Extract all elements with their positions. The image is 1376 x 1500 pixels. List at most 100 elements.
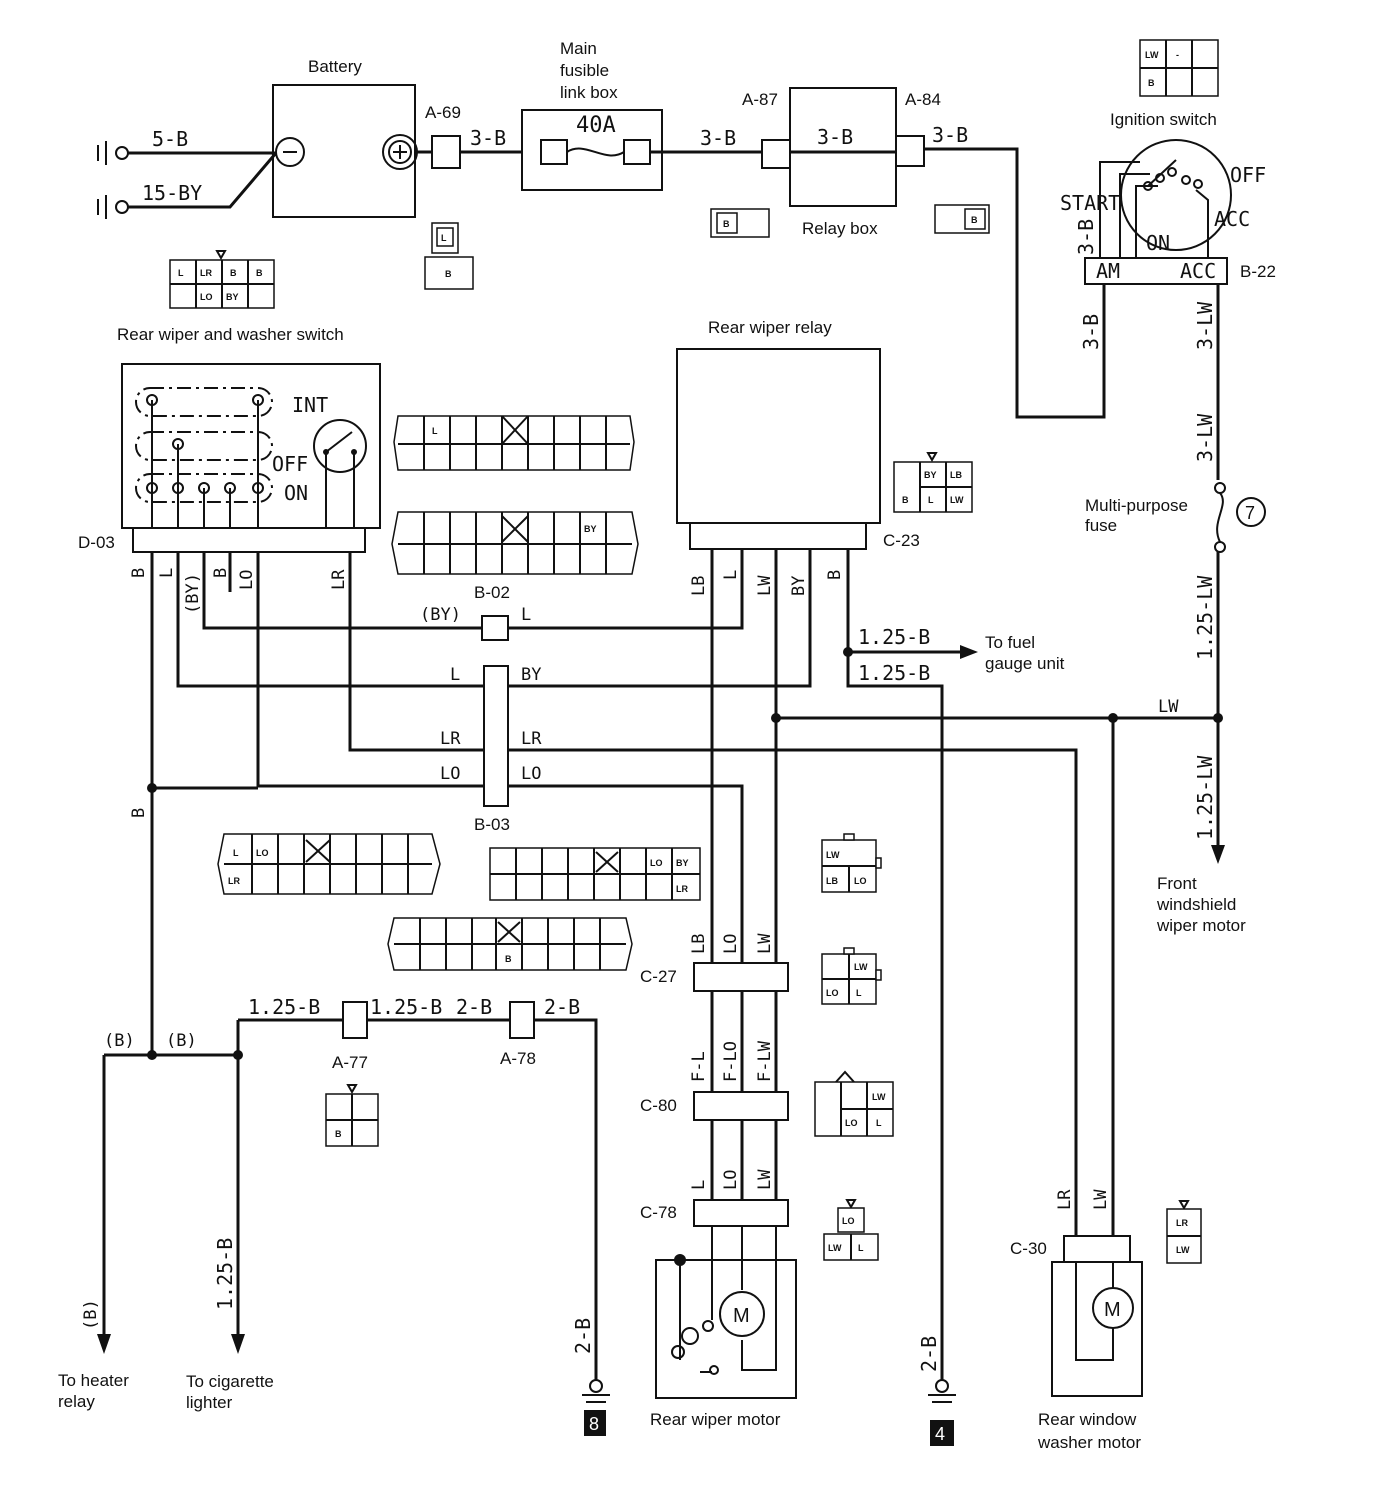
wire-3-b-a69: 3-B <box>470 126 506 150</box>
connector-a77 <box>342 1001 368 1039</box>
c23-wire-lw: LW <box>755 575 775 596</box>
c78-connector-face-icon: LO LW L <box>823 1199 879 1261</box>
wiper-motor-m-icon <box>719 1291 765 1337</box>
multi-purpose-fuse-label-1: Multi-purpose <box>1085 496 1188 515</box>
ignition-switch-label: Ignition switch <box>1110 110 1217 129</box>
wire-3-b-relay: 3-B <box>817 125 853 149</box>
svg-text:L: L <box>441 233 447 243</box>
svg-text:BY: BY <box>226 292 239 302</box>
fuel-wire-2: 1.25-B <box>858 661 930 685</box>
a69-label: A-69 <box>425 103 461 122</box>
b03-wire-lo-right: LO <box>521 764 541 784</box>
a78-wire-left: 2-B <box>456 995 492 1019</box>
wire-3-b-a87: 3-B <box>700 126 736 150</box>
fuel-wire-1: 1.25-B <box>858 625 930 649</box>
svg-text:LR: LR <box>1176 1218 1188 1228</box>
fuse-rating: 40A <box>576 113 616 138</box>
a78-label: A-78 <box>500 1049 536 1068</box>
ign-start: START <box>1060 191 1120 215</box>
wire-b-paren-1: (B) <box>104 1031 135 1051</box>
wire-1-25-lw-a: 1.25-LW <box>1193 575 1217 660</box>
fuse-number-badge <box>1236 497 1266 527</box>
c27-connector-face-icon: LW LB LO <box>821 833 882 893</box>
b22-label: B-22 <box>1240 262 1276 281</box>
svg-text:B: B <box>505 954 512 964</box>
connector-b22 <box>1084 257 1228 285</box>
relay-box-label: Relay box <box>802 219 878 238</box>
ground-icon <box>97 141 129 165</box>
b02-connector-face-icon: L <box>393 415 635 471</box>
svg-text:B: B <box>1148 78 1155 88</box>
a77-connector-face-icon: B <box>325 1084 379 1147</box>
ground-bus-section: (B) (B) (B) To heater relay 1.25-B To ci… <box>58 995 598 1412</box>
rear-wiper-washer-switch <box>121 363 381 529</box>
fuse-element <box>566 147 625 157</box>
ground-4: 2-B 4 <box>917 1336 956 1446</box>
b03-wire-lr-left: LR <box>440 729 461 749</box>
c23-label: C-23 <box>883 531 920 550</box>
ground-8: 8 <box>582 1379 610 1436</box>
rear-switch-label: Rear wiper and washer switch <box>117 325 344 344</box>
svg-text:LW: LW <box>1176 1245 1190 1255</box>
a78-wire-right: 2-B <box>544 995 580 1019</box>
wire-f-l: F-L <box>689 1051 709 1082</box>
to-fuel-gauge-label-1: To fuel <box>985 633 1035 652</box>
c23-wire-by: BY <box>789 576 809 596</box>
fusible-link-label-1: Main <box>560 39 597 58</box>
washer-motor-label-2: washer motor <box>1037 1433 1141 1452</box>
front-wiper-label-1: Front <box>1157 874 1197 893</box>
ground-number-8: 8 <box>589 1414 599 1434</box>
to-heater-relay-label-1: To heater <box>58 1371 129 1390</box>
ignition-switch <box>1120 139 1232 251</box>
battery-label: Battery <box>308 57 362 76</box>
b03-wire-by: BY <box>521 665 541 685</box>
svg-text:L: L <box>233 848 239 858</box>
ign-off: OFF <box>1230 163 1266 187</box>
b02-male-connector-face-icon: BY <box>391 511 639 575</box>
front-wiper-label-3: wiper motor <box>1156 916 1246 935</box>
svg-text:LB: LB <box>826 876 838 886</box>
svg-text:LW: LW <box>826 850 840 860</box>
connector-d03 <box>132 527 366 553</box>
b03-third-connector-face-icon: B <box>387 917 633 971</box>
c23-wire-lb: LB <box>689 576 709 596</box>
connector-b03 <box>483 665 509 807</box>
washer-push-switch <box>313 419 367 473</box>
svg-text:LO: LO <box>854 876 867 886</box>
c80-connector-face-icon: LW LO L <box>814 1070 894 1137</box>
svg-text:LW: LW <box>950 495 964 505</box>
b02-label: B-02 <box>474 583 510 602</box>
ign-acc: ACC <box>1214 207 1250 231</box>
fusible-link-section: A-69 3-B Main fusible link box 40A 3-B <box>417 39 762 191</box>
svg-text:LO: LO <box>842 1216 855 1226</box>
multi-purpose-fuse-label-2: fuse <box>1085 516 1117 535</box>
svg-text:L: L <box>876 1118 882 1128</box>
wire-2-b-ground-4: 2-B <box>917 1336 941 1372</box>
wire-3-lw-a: 3-LW <box>1193 301 1217 350</box>
rear-wiper-motor-label: Rear wiper motor <box>650 1410 781 1429</box>
connector-a69 <box>431 135 461 169</box>
ignition-switch-section: LW - B Ignition switch AM ACC B-22 OFF S… <box>1060 39 1276 935</box>
fusible-link-label-3: link box <box>560 83 618 102</box>
d03-wire-b: B <box>129 568 149 578</box>
b03-label: B-03 <box>474 815 510 834</box>
b03-wire-l: L <box>450 665 460 685</box>
washer-motor-section: LR LW C-30 M Rear window washer motor LR… <box>1010 1189 1202 1452</box>
a77-wire-left: 1.25-B <box>248 995 320 1019</box>
svg-text:L: L <box>178 268 184 278</box>
svg-text:B: B <box>335 1129 342 1139</box>
c23-wire-b: B <box>825 570 845 580</box>
d03-wire-lr: LR <box>329 569 349 590</box>
svg-text:B: B <box>723 219 730 229</box>
a87-label: A-87 <box>742 90 778 109</box>
svg-text:B: B <box>902 495 909 505</box>
ign-on: ON <box>1146 231 1170 255</box>
c78-wire-lo: LO <box>721 1170 741 1190</box>
ground-icon <box>935 1379 949 1393</box>
svg-text:LR: LR <box>676 884 688 894</box>
c30-label: C-30 <box>1010 1239 1047 1258</box>
a77-wire-right: 1.25-B <box>370 995 442 1019</box>
svg-text:B: B <box>230 268 237 278</box>
washer-motor-m-icon <box>1092 1287 1134 1329</box>
